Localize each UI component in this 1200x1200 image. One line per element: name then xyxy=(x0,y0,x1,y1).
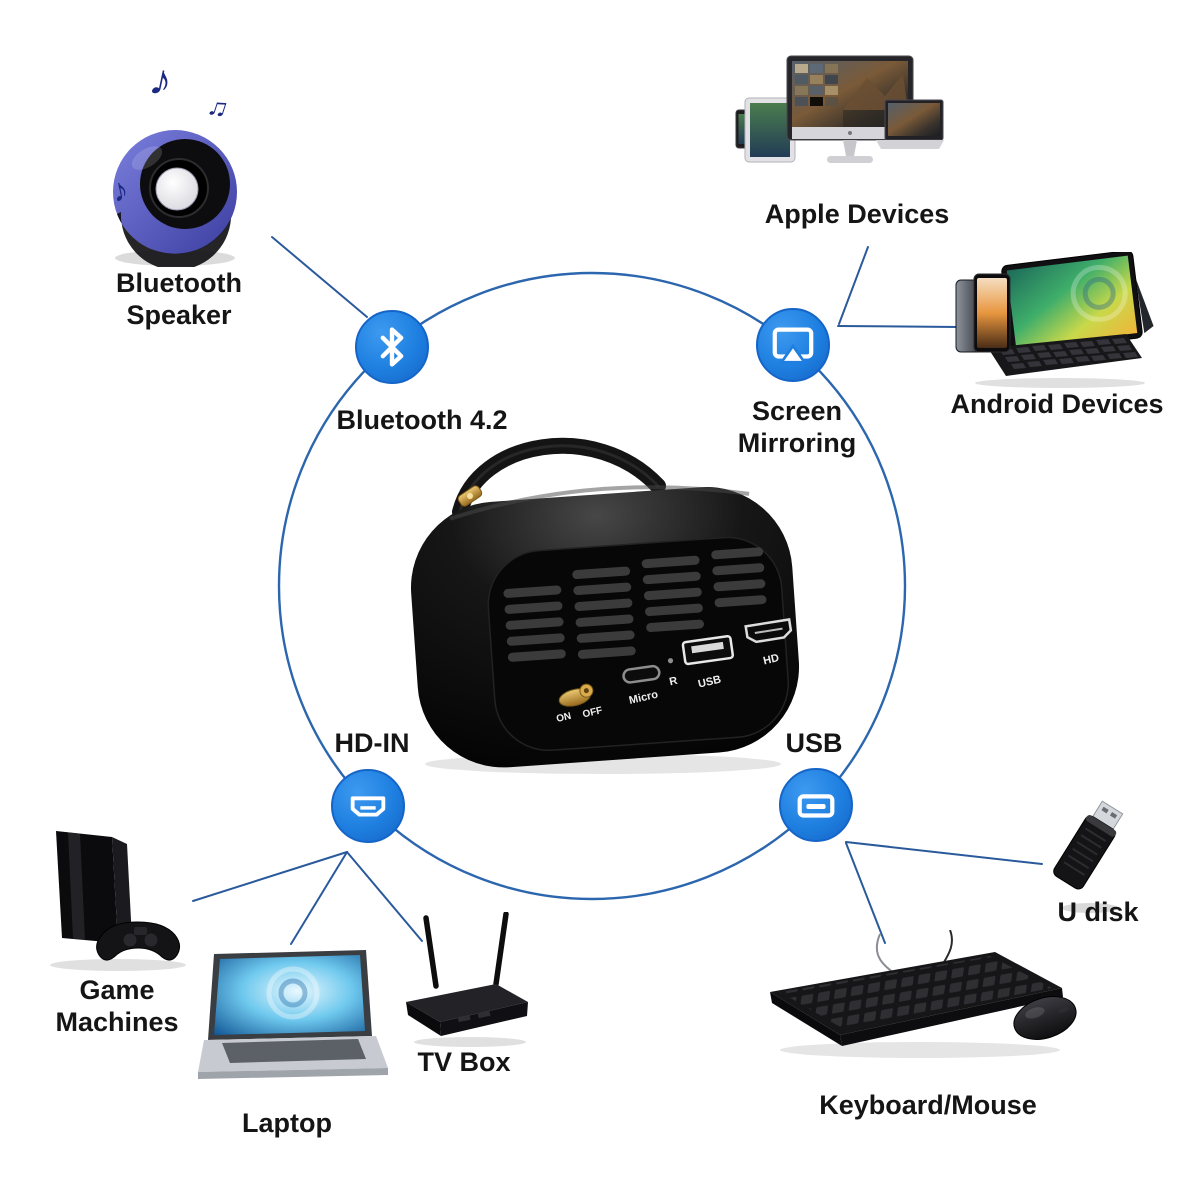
tvbox-left-face xyxy=(406,1002,441,1036)
tvbox-shadow xyxy=(414,1037,526,1047)
mouse xyxy=(1013,996,1077,1040)
u-disk-illustration xyxy=(1053,800,1124,913)
imac-base xyxy=(827,156,873,163)
usb-icon xyxy=(797,794,835,818)
line-hdin-laptop xyxy=(290,851,348,945)
line-android-mirroring xyxy=(837,325,959,328)
screen-mirroring-label: Screen Mirroring xyxy=(737,396,857,458)
game-machines-illustration xyxy=(50,831,186,971)
hdmi-icon xyxy=(350,796,386,817)
console-stripe xyxy=(68,832,85,940)
hub-handle-buckle xyxy=(457,485,483,507)
tvbox-front-face xyxy=(440,1002,528,1036)
laptop-screen-swirl2 xyxy=(278,978,308,1008)
usb-node xyxy=(779,768,853,842)
laptop-front-edge xyxy=(198,1068,388,1079)
udisk xyxy=(1053,800,1124,890)
android-keyboard-keys xyxy=(1000,338,1138,369)
power-off-label: OFF xyxy=(582,705,604,720)
power-switch xyxy=(558,683,594,707)
laptop-label: Laptop xyxy=(242,1108,332,1138)
projector-hub-illustration: ON OFF Micro R USB HD xyxy=(410,437,800,774)
console-side xyxy=(112,837,132,943)
line-hdin-game xyxy=(192,851,348,902)
u-disk-label: U disk xyxy=(1057,897,1139,927)
bluetooth-speaker-illustration xyxy=(113,130,237,267)
keyboard-keys xyxy=(780,956,1052,1028)
game-controller xyxy=(96,921,181,961)
android-tablet xyxy=(1001,252,1154,354)
keyboard-left-edge xyxy=(770,992,842,1046)
macbook-screen xyxy=(888,103,940,136)
line-apple-mirroring xyxy=(838,246,869,325)
bluetooth-version-label: Bluetooth 4.2 xyxy=(336,405,508,435)
android-phone-screen xyxy=(977,278,1007,348)
usb-label: USB xyxy=(785,728,843,758)
bluetooth-speaker-label: Bluetooth Speaker xyxy=(116,268,242,330)
line-speaker-bluetooth xyxy=(271,236,368,318)
console-front xyxy=(56,831,118,943)
keyboard-shadow xyxy=(780,1042,1060,1058)
bluetooth-node xyxy=(355,310,429,384)
tvbox-port xyxy=(457,1014,471,1023)
imac-stand xyxy=(843,140,857,156)
hdmi-port xyxy=(744,618,793,644)
hub-vent-grille xyxy=(503,547,767,662)
hd-in-label: HD-IN xyxy=(334,728,410,758)
apple-devices-illustration xyxy=(735,55,944,163)
line-hdin-tvbox xyxy=(346,851,423,942)
usb-a-port xyxy=(681,634,735,666)
keyboard-mouse-label: Keyboard/Mouse xyxy=(819,1090,1037,1120)
laptop-screen xyxy=(214,955,365,1035)
laptop-keyboard xyxy=(222,1039,366,1063)
speaker-dome xyxy=(155,167,199,211)
micro-usb-port xyxy=(622,664,661,684)
keyboard-front-edge xyxy=(840,988,1063,1046)
tvbox-antenna-right xyxy=(493,912,509,987)
imac-logo xyxy=(848,131,852,135)
apple-devices-label: Apple Devices xyxy=(764,199,950,229)
hub-circle xyxy=(277,271,907,901)
usb-port-label: USB xyxy=(697,674,722,691)
keyboard-mouse-illustration xyxy=(770,930,1077,1058)
hub-body-gloss xyxy=(449,485,750,521)
android-shadow xyxy=(975,378,1145,388)
line-usb-keyboard xyxy=(845,842,886,944)
tvbox-top xyxy=(406,984,528,1022)
laptop-screen-swirl xyxy=(266,966,320,1020)
tv-box-label: TV Box xyxy=(417,1047,511,1077)
game-shadow xyxy=(50,959,186,971)
reset-pinhole xyxy=(667,658,674,664)
game-machines-label: Game Machines xyxy=(55,975,179,1037)
bluetooth-icon xyxy=(380,327,404,367)
speaker-highlight xyxy=(131,146,163,170)
udisk-shadow xyxy=(1062,903,1118,913)
power-on-label: ON xyxy=(555,711,572,725)
macbook-base xyxy=(876,140,944,149)
reset-label: R xyxy=(668,675,678,688)
tvbox-antenna-left xyxy=(423,915,439,989)
laptop-illustration xyxy=(198,950,388,1079)
tvbox-port2 xyxy=(477,1010,491,1019)
screen-mirroring-icon xyxy=(772,327,814,364)
ipad-screen xyxy=(750,103,790,157)
android-devices-illustration xyxy=(955,252,1154,388)
tv-box-illustration xyxy=(406,912,528,1047)
hd-in-node xyxy=(331,769,405,843)
line-usb-udisk xyxy=(845,841,1043,865)
speaker-swoosh xyxy=(117,212,231,267)
hdmi-port-label: HD xyxy=(762,652,780,667)
screen-mirroring-node xyxy=(756,308,830,382)
android-devices-label: Android Devices xyxy=(950,389,1164,419)
